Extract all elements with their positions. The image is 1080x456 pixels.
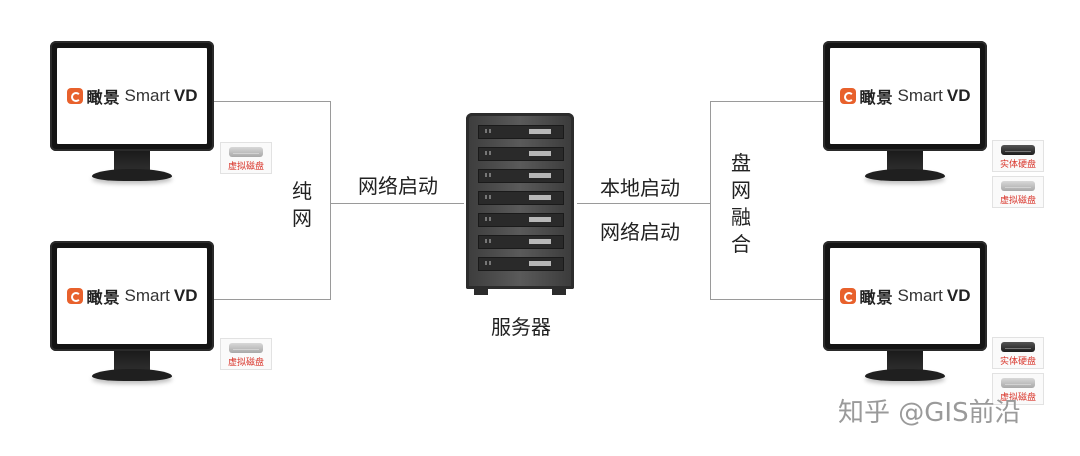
connector-left-top <box>214 101 331 102</box>
connector-left-to-server <box>330 203 464 204</box>
hard-drive-icon <box>229 343 263 353</box>
smartvd-logo-icon <box>66 288 83 304</box>
server-icon <box>466 113 574 289</box>
connector-left-bottom <box>214 299 331 300</box>
connector-right-vertical <box>710 101 711 300</box>
connector-right-top <box>710 101 823 102</box>
connector-server-to-right <box>577 203 711 204</box>
physical-disk-badge-right-top: 实体硬盘 <box>992 140 1044 172</box>
hard-drive-icon <box>1001 342 1035 352</box>
watermark: 知乎 @GIS前沿 <box>838 398 1021 428</box>
local-boot-label: 本地启动 <box>600 176 680 200</box>
virtual-disk-badge-right-top: 虚拟磁盘 <box>992 176 1044 208</box>
smartvd-logo-icon <box>839 288 856 304</box>
hard-drive-icon <box>229 147 263 157</box>
network-boot-right-label: 网络启动 <box>600 220 680 244</box>
smartvd-logo-icon <box>66 88 83 104</box>
pure-network-label: 纯网 <box>292 179 312 230</box>
hard-drive-icon <box>1001 378 1035 388</box>
connector-right-bottom <box>710 299 823 300</box>
server-label: 服务器 <box>491 315 551 339</box>
physical-disk-badge-right-bottom: 实体硬盘 <box>992 337 1044 369</box>
connector-left-vertical <box>330 101 331 300</box>
hard-drive-icon <box>1001 181 1035 191</box>
virtual-disk-badge-right-bottom: 虚拟磁盘 <box>992 373 1044 405</box>
virtual-disk-badge-left-top: 虚拟磁盘 <box>220 142 272 174</box>
hard-drive-icon <box>1001 145 1035 155</box>
disk-network-fusion-label: 盘网融合 <box>731 151 751 256</box>
network-boot-left-label: 网络启动 <box>358 174 438 198</box>
smartvd-logo-icon <box>839 88 856 104</box>
virtual-disk-badge-left-bottom: 虚拟磁盘 <box>220 338 272 370</box>
